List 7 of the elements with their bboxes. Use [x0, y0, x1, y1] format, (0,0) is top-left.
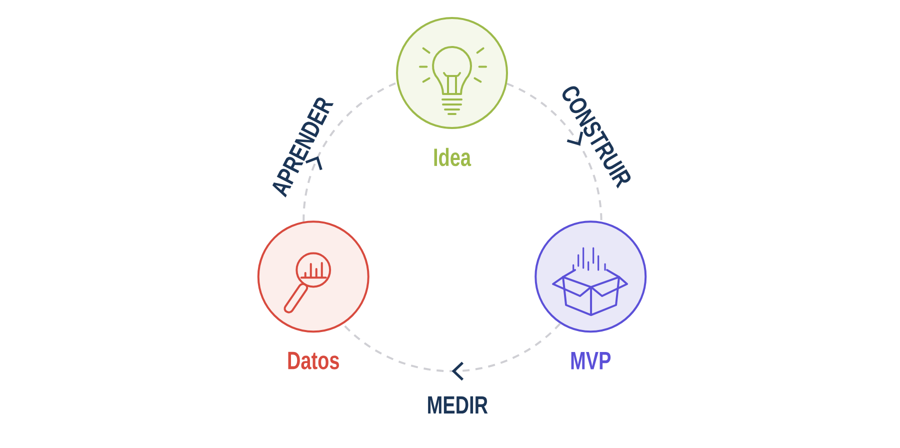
circle-node: MVP: [534, 220, 647, 370]
node-label: MVP: [571, 352, 611, 370]
edge-label: MEDIR: [428, 396, 488, 414]
node-label: Datos: [288, 352, 339, 370]
circle-node: Idea: [396, 17, 508, 166]
circle-node: Datos: [257, 220, 370, 370]
node-label: Idea: [434, 148, 472, 166]
